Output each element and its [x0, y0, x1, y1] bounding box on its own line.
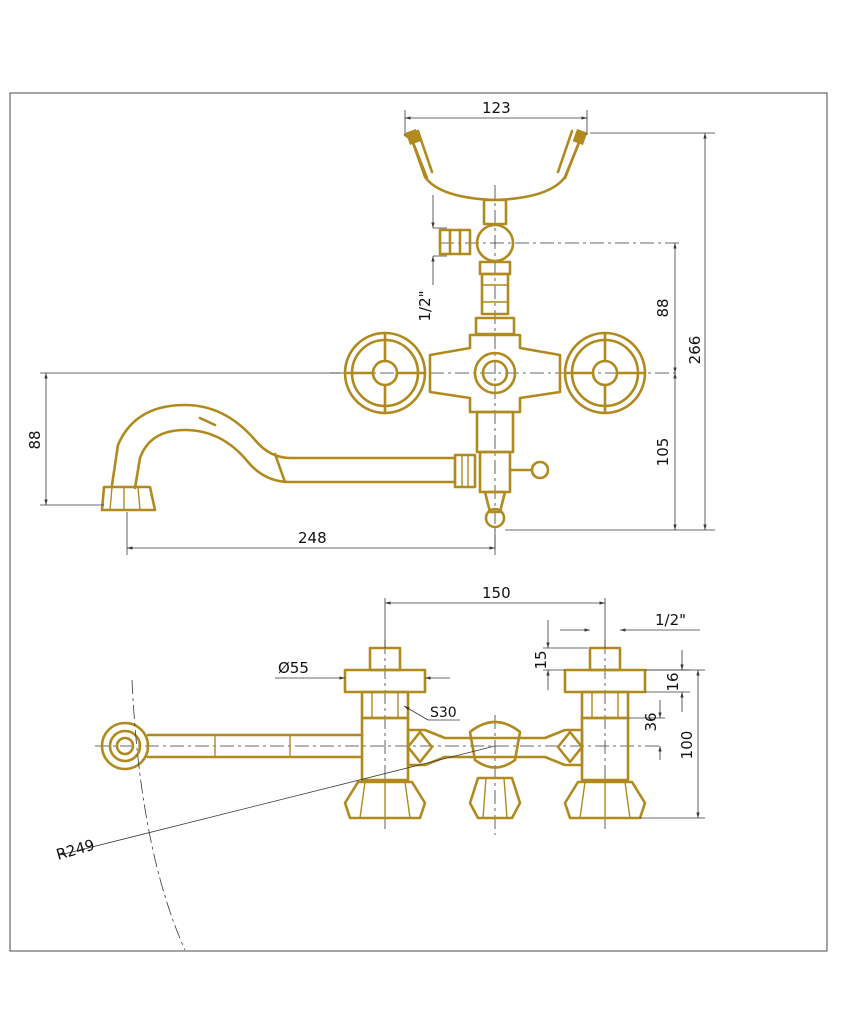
mixer-body: [428, 333, 562, 529]
dim-100: 100: [640, 669, 705, 819]
dim-label-88-left: 88: [26, 430, 44, 449]
dim-label-half-inch-top: 1/2": [655, 611, 686, 629]
dim-label-36: 36: [642, 712, 660, 731]
dim-label-d55: Ø55: [278, 659, 309, 677]
spout: [100, 403, 477, 512]
dim-label-248: 248: [298, 529, 327, 547]
diverter-stem: [438, 198, 516, 336]
dim-wrench: S30: [403, 705, 460, 721]
dim-lower-105: 105: [654, 373, 677, 530]
dim-upper-88: 88: [654, 243, 677, 373]
right-handwheel: [563, 331, 647, 415]
dim-diameter: Ø55: [275, 659, 450, 680]
dim-label-16: 16: [664, 672, 682, 691]
dim-label-100: 100: [678, 731, 696, 760]
dim-15: 15: [532, 620, 588, 690]
dim-label-r249: R249: [54, 836, 97, 864]
drawing-frame: [9, 92, 828, 952]
left-valve: [343, 646, 427, 820]
dim-spout-drop: 88: [26, 372, 340, 506]
dim-label-15: 15: [532, 650, 550, 669]
top-view: R249 150 1/2" 15 16: [54, 584, 705, 951]
dim-total-height: 266: [505, 132, 715, 531]
dim-spout-reach: 248: [126, 512, 496, 555]
dim-label-s30: S30: [430, 705, 457, 721]
dim-label-half-inch-front: 1/2": [416, 290, 434, 321]
swing-arc: [131, 679, 186, 951]
front-view: 123 266 88 105 1/2" 88: [26, 99, 715, 555]
dim-36: 36: [628, 700, 665, 760]
top-mixer-body: [406, 720, 584, 820]
dim-label-105: 105: [654, 438, 672, 467]
dim-thread-top: 1/2": [560, 611, 700, 632]
dim-label-266: 266: [686, 336, 704, 365]
dim-label-150: 150: [482, 584, 511, 602]
left-handwheel: [343, 331, 427, 415]
top-spout: [100, 721, 364, 771]
dim-inlet-thread: 1/2": [416, 195, 447, 322]
dim-handle-span: 123: [404, 99, 588, 135]
dim-label-88-right: 88: [654, 298, 672, 317]
dim-centers: 150: [384, 584, 606, 648]
shower-cradle: [403, 129, 588, 202]
dim-label-123: 123: [482, 99, 511, 117]
dim-16: 16: [645, 650, 690, 712]
